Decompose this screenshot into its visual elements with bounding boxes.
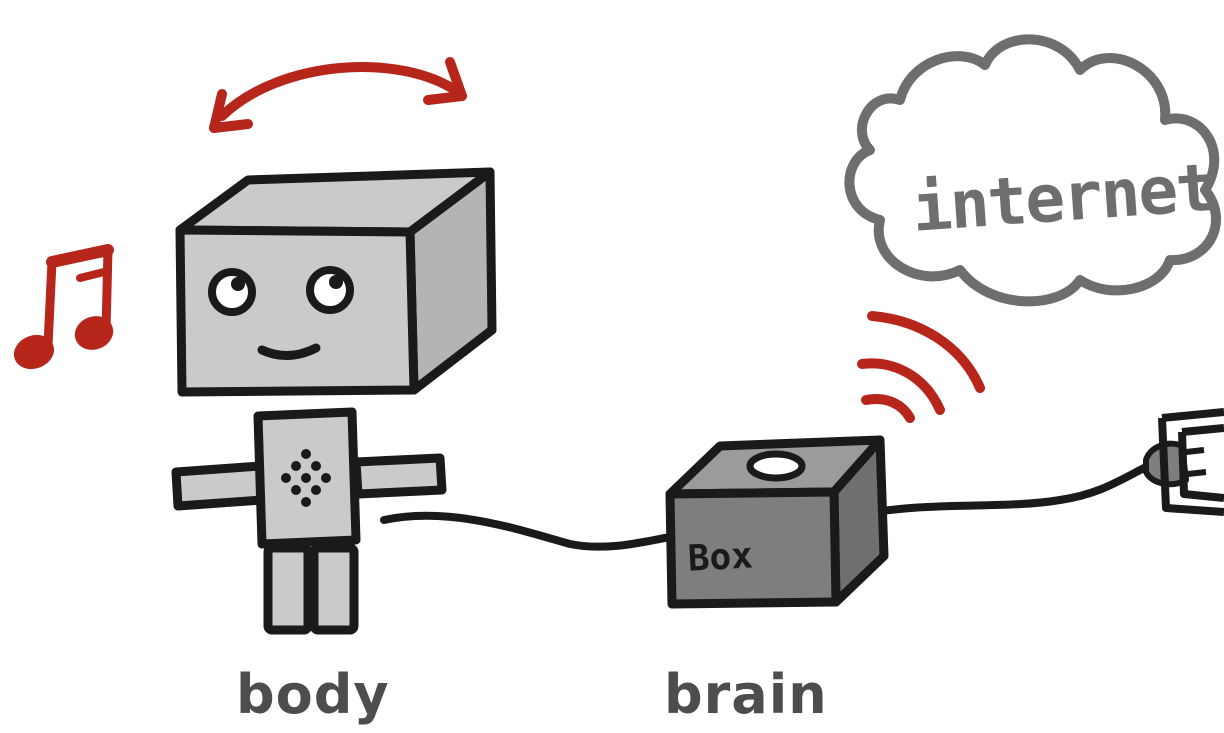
- robot-face: [208, 266, 354, 360]
- box-label: Box: [687, 535, 754, 579]
- robot-left-eye: [208, 268, 256, 316]
- power-outlet-icon: [1158, 408, 1224, 516]
- brain-box: [665, 435, 889, 609]
- body-caption: body: [236, 663, 390, 726]
- robot-mouth: [257, 343, 321, 360]
- brain-caption: brain: [664, 663, 828, 726]
- robot-left-arm: [171, 461, 267, 511]
- robot-right-arm: [351, 453, 447, 499]
- robot-left-leg: [263, 543, 313, 635]
- rotate-arrow-icon: [209, 57, 467, 133]
- power-plug-icon: [1143, 440, 1207, 488]
- wifi-signal-icon: [857, 311, 985, 423]
- robot-body: [171, 167, 497, 635]
- robot-to-box-cable: [380, 511, 680, 551]
- robot-right-eye: [306, 266, 354, 314]
- box-to-plug-cable: [848, 462, 1152, 520]
- cloud-icon: [844, 34, 1221, 307]
- box-button: [746, 450, 806, 482]
- robot-speaker: [281, 449, 331, 507]
- robot-right-leg: [309, 543, 359, 635]
- robot-head-front: [175, 225, 419, 397]
- music-note-icon: [13, 244, 114, 370]
- box-front: [665, 487, 841, 609]
